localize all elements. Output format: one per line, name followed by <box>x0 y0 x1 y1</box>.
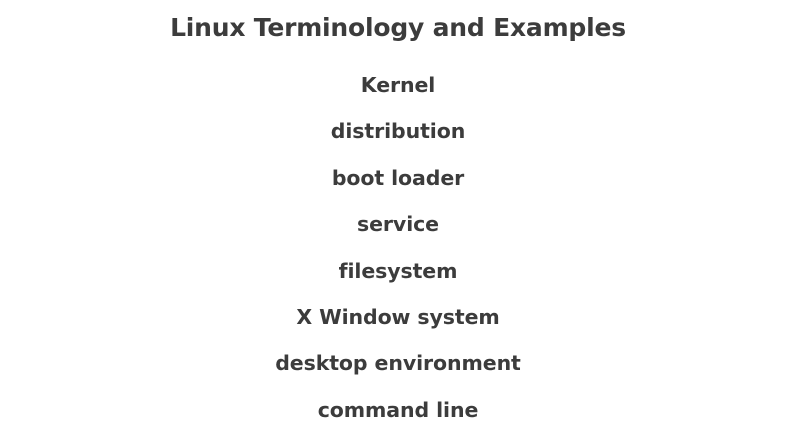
term-kernel: Kernel <box>360 73 436 97</box>
slide-title: Linux Terminology and Examples <box>170 13 626 42</box>
term-desktop-environment: desktop environment <box>275 351 521 376</box>
term-boot-loader: boot loader <box>331 165 465 190</box>
term-filesystem: filesystem <box>338 258 458 283</box>
term-service: service <box>357 212 439 237</box>
term-distribution: distribution <box>330 119 466 144</box>
term-x-window-system: X Window system <box>296 304 500 329</box>
term-command-line: command line <box>317 397 479 422</box>
term-list: Kernel distribution boot loader service … <box>0 68 796 439</box>
